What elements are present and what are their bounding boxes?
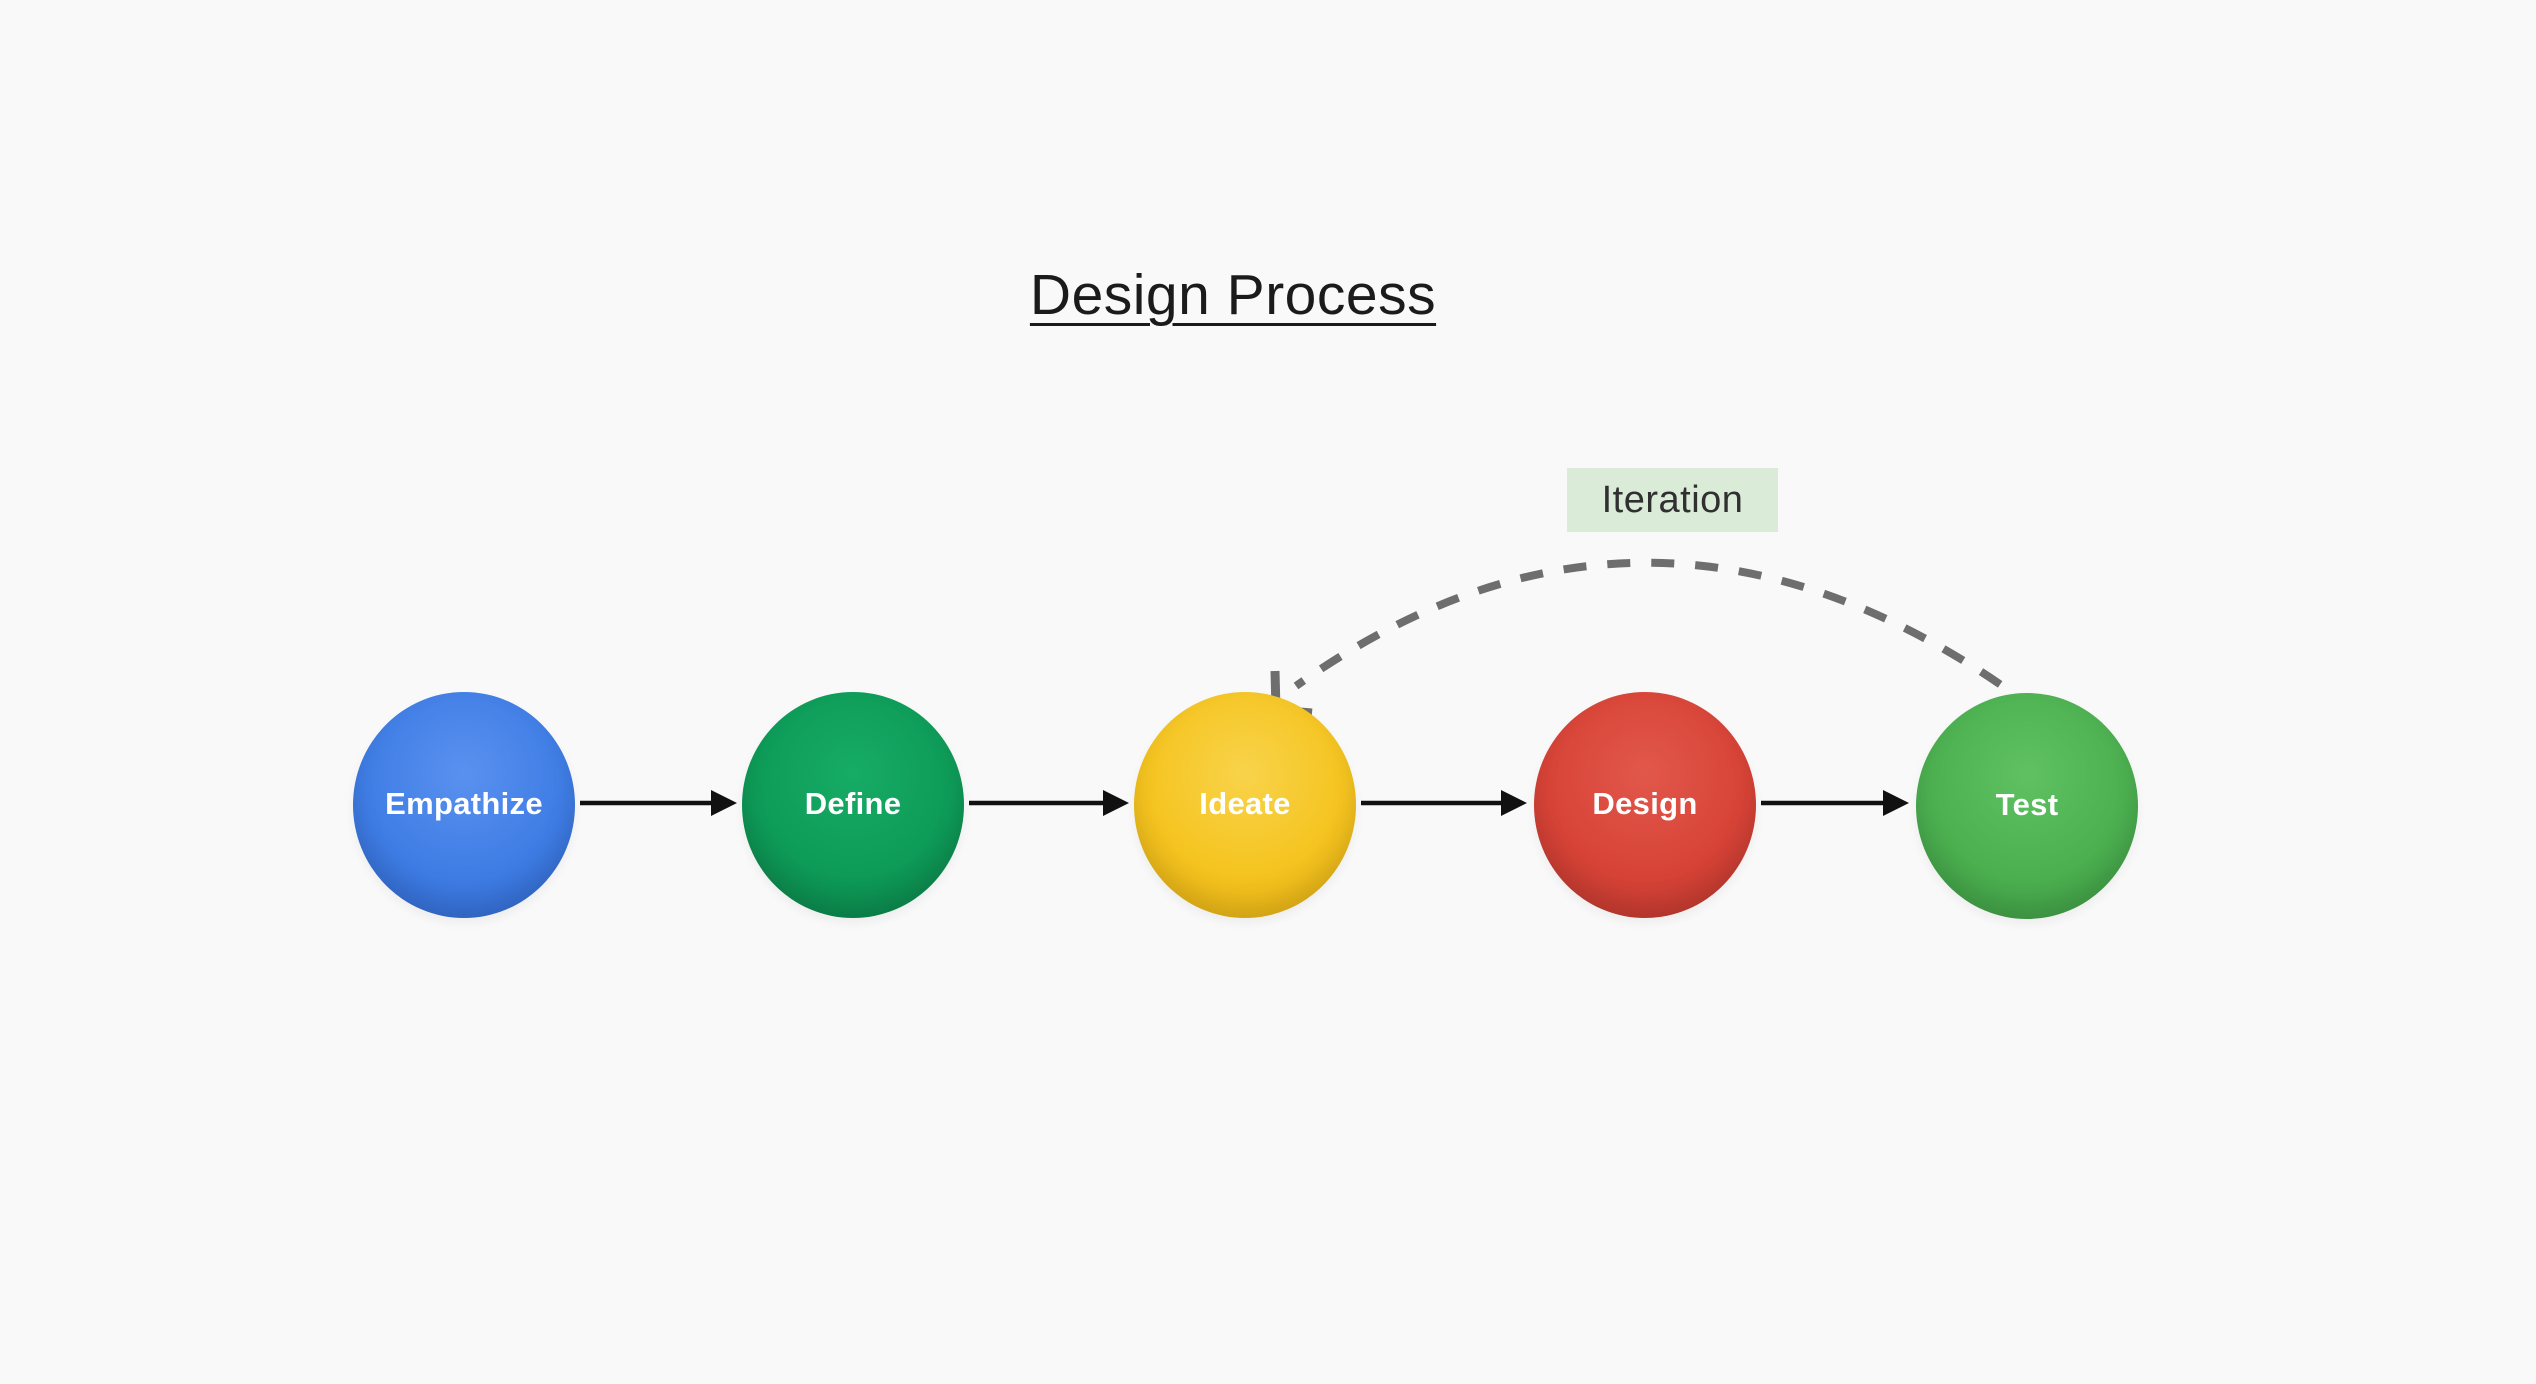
arrow-design-test <box>1761 790 1909 816</box>
arrowhead-icon <box>1103 790 1129 816</box>
iteration-label: Iteration <box>1567 468 1778 532</box>
iteration-arc <box>1293 558 2039 714</box>
node-empathize: Empathize <box>353 692 575 918</box>
node-empathize-label: Empathize <box>385 785 543 821</box>
node-define: Define <box>742 692 964 918</box>
node-ideate: Ideate <box>1134 692 1356 918</box>
arrowhead-icon <box>711 790 737 816</box>
arrowhead-icon <box>1883 790 1909 816</box>
node-test: Test <box>1916 693 2138 919</box>
arrow-empathize-define <box>580 790 737 816</box>
node-define-label: Define <box>804 785 902 821</box>
arrow-ideate-design <box>1361 790 1527 816</box>
node-test-label: Test <box>1995 786 2059 822</box>
arrowhead-icon <box>1501 790 1527 816</box>
node-design-label: Design <box>1592 785 1698 821</box>
arrow-define-ideate <box>969 790 1129 816</box>
diagram-title: Design Process <box>1029 263 1437 327</box>
node-ideate-label: Ideate <box>1199 785 1291 821</box>
node-design: Design <box>1534 692 1756 918</box>
